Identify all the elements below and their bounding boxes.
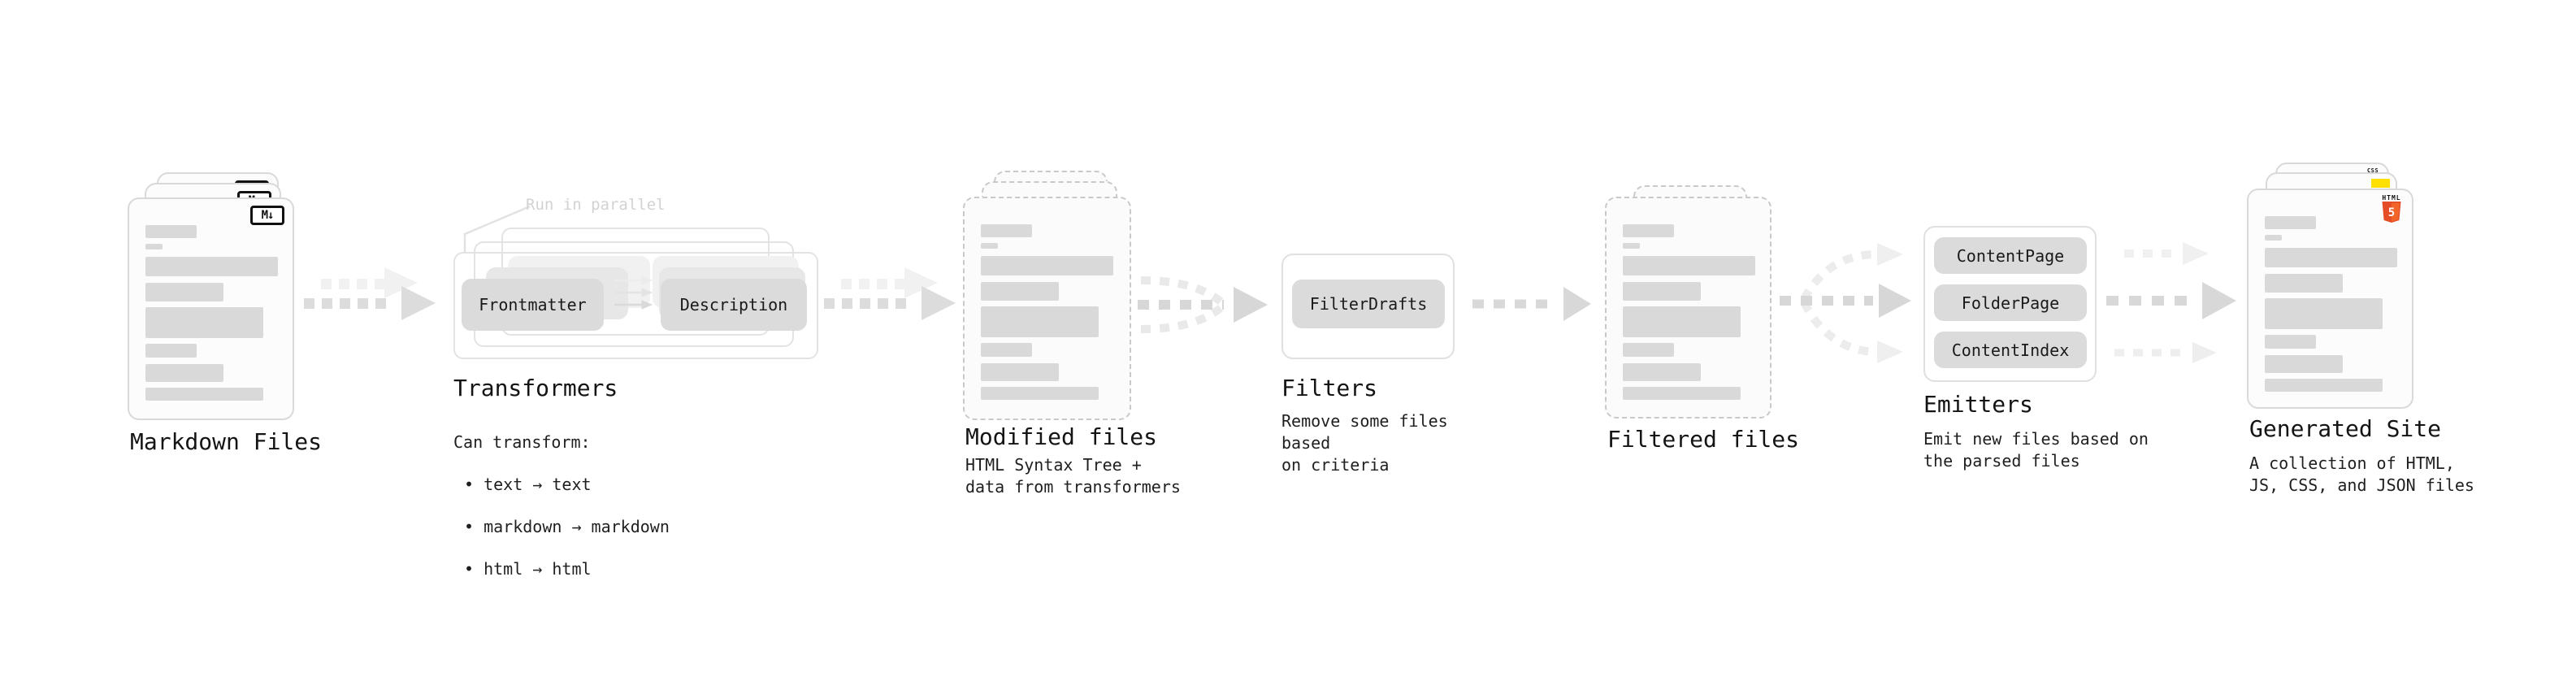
doc-bar bbox=[2265, 216, 2316, 229]
node-modified-files: Modified files HTML Syntax Tree + data f… bbox=[961, 167, 1205, 516]
filters-box bbox=[1281, 254, 1455, 359]
node-label-filters: Filters bbox=[1281, 375, 1378, 401]
js-file-icon bbox=[2371, 179, 2390, 188]
transformer-run-box-1 bbox=[453, 252, 818, 359]
emitters-box bbox=[1923, 226, 2097, 382]
description-pill-label: Description bbox=[679, 295, 788, 314]
html5-number: 5 bbox=[2388, 206, 2395, 219]
doc-bar bbox=[2265, 335, 2316, 349]
node-label-markdown-files: Markdown Files bbox=[130, 428, 323, 455]
pill-connector-arrows bbox=[614, 275, 653, 310]
fanout-arrow-filtered-to-emitters bbox=[1780, 243, 1911, 363]
merge-arrow-modified-to-filters bbox=[1138, 276, 1268, 333]
contentpage-pill-label: ContentPage bbox=[1956, 245, 2065, 266]
filterdrafts-pill: FilterDrafts bbox=[1292, 280, 1445, 328]
node-label-emitters: Emitters bbox=[1923, 391, 2033, 418]
document-card-front: M↓ bbox=[128, 197, 294, 420]
generated-site-description: A collection of HTML, JS, CSS, and JSON … bbox=[2249, 453, 2474, 495]
flow-arrow-filters-to-filtered bbox=[1472, 287, 1591, 321]
document-card-front-html: HTML 5 bbox=[2247, 189, 2413, 409]
folderpage-pill-label: FolderPage bbox=[1961, 293, 2060, 313]
doc-bar bbox=[145, 244, 163, 249]
doc-bar bbox=[145, 257, 278, 276]
doc-bar bbox=[981, 387, 1099, 400]
doc-bar bbox=[145, 283, 223, 301]
contentindex-pill-label: ContentIndex bbox=[1951, 340, 2070, 360]
css-badge-label: CSS bbox=[2366, 167, 2379, 174]
doc-bar bbox=[981, 306, 1099, 337]
flow-arrow-markdown-to-transformers bbox=[304, 267, 436, 320]
note-leader-line bbox=[463, 205, 531, 252]
doc-bar bbox=[2265, 248, 2397, 267]
frontmatter-pill-label: Frontmatter bbox=[479, 295, 587, 314]
transform-bullet: • html → html bbox=[464, 559, 592, 579]
flow-arrow-transformers-to-modified bbox=[824, 267, 956, 320]
node-markdown-files: M↓ M↓ M↓ Markdown Files bbox=[126, 167, 370, 508]
doc-bar bbox=[145, 388, 263, 401]
doc-bar bbox=[981, 243, 998, 249]
node-filtered-files: Filtered files bbox=[1603, 179, 1847, 504]
doc-bar bbox=[145, 344, 197, 358]
run-in-parallel-note: Run in parallel bbox=[526, 196, 666, 214]
doc-bar bbox=[981, 224, 1032, 237]
can-transform-line: Can transform: bbox=[453, 432, 591, 452]
description-pill: Description bbox=[661, 279, 807, 331]
doc-bar bbox=[145, 364, 223, 382]
doc-bar bbox=[1623, 343, 1674, 357]
modified-files-description: HTML Syntax Tree + data from transformer… bbox=[965, 455, 1181, 497]
markdown-badge-label: M↓ bbox=[261, 209, 275, 222]
document-card-front bbox=[963, 197, 1131, 420]
transform-bullet: • text → text bbox=[464, 475, 592, 494]
node-label-transformers: Transformers bbox=[453, 375, 618, 401]
filters-description: Remove some files based on criteria bbox=[1281, 411, 1448, 475]
doc-bar bbox=[1623, 243, 1640, 249]
transformers-description: Can transform: • text → text • markdown … bbox=[453, 410, 670, 601]
doc-bar bbox=[145, 225, 197, 238]
frontmatter-pill: Frontmatter bbox=[462, 279, 604, 331]
doc-bar bbox=[981, 282, 1059, 301]
node-label-filtered-files: Filtered files bbox=[1607, 426, 1800, 453]
transform-bullet: • markdown → markdown bbox=[464, 517, 670, 536]
folderpage-pill: FolderPage bbox=[1934, 284, 2087, 321]
contentpage-pill: ContentPage bbox=[1934, 237, 2087, 274]
doc-bar bbox=[1623, 256, 1755, 275]
doc-bar bbox=[981, 343, 1032, 357]
doc-bar bbox=[145, 307, 263, 338]
doc-bar bbox=[981, 256, 1113, 275]
node-label-modified-files: Modified files bbox=[965, 423, 1158, 450]
html5-shield: 5 bbox=[2382, 202, 2401, 223]
doc-bar bbox=[981, 363, 1059, 381]
filterdrafts-pill-label: FilterDrafts bbox=[1309, 294, 1428, 314]
emitters-description: Emit new files based on the parsed files bbox=[1923, 429, 2149, 471]
html5-word: HTML bbox=[2382, 194, 2401, 202]
node-emitters: ContentPage FolderPage ContentIndex Emit… bbox=[1922, 226, 2158, 478]
doc-bar bbox=[2265, 355, 2343, 373]
document-card-front bbox=[1605, 197, 1772, 419]
doc-bar bbox=[2265, 235, 2282, 241]
node-transformers: Run in parallel Frontmatter Description … bbox=[452, 195, 834, 579]
doc-bar bbox=[2265, 379, 2383, 392]
contentindex-pill: ContentIndex bbox=[1934, 332, 2087, 368]
doc-bar bbox=[1623, 306, 1741, 337]
doc-bar bbox=[1623, 387, 1741, 400]
doc-bar bbox=[1623, 363, 1701, 381]
node-label-generated-site: Generated Site bbox=[2249, 415, 2442, 442]
node-generated-site: CSS HTML 5 Generated Site A collection o… bbox=[2245, 161, 2497, 510]
doc-bar bbox=[1623, 224, 1674, 237]
markdown-file-icon: M↓ bbox=[250, 206, 284, 225]
doc-bar bbox=[2265, 298, 2383, 329]
html5-icon: HTML 5 bbox=[2381, 194, 2402, 226]
doc-bar bbox=[2265, 274, 2343, 293]
node-filters: FilterDrafts Filters Remove some files b… bbox=[1280, 254, 1499, 481]
doc-bar bbox=[1623, 282, 1701, 301]
emit-arrows-to-generated-site bbox=[2106, 242, 2236, 363]
